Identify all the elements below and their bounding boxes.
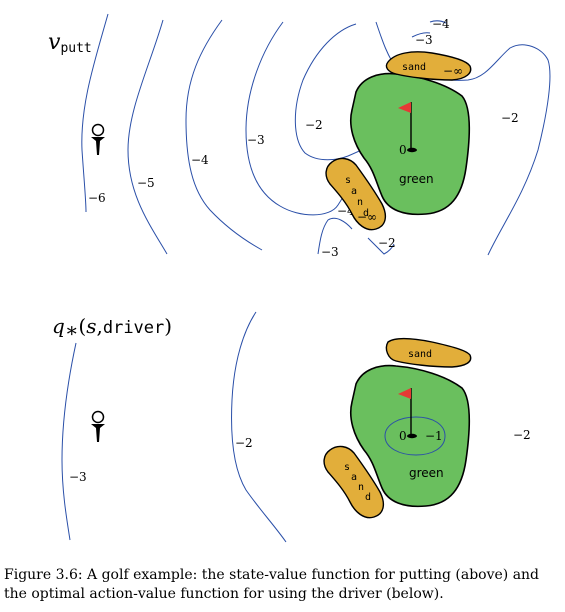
- green-label-bottom: green: [409, 466, 444, 480]
- contour-label: −3: [69, 470, 87, 484]
- sand-left-letter: a: [351, 186, 357, 197]
- contour-label: −3: [321, 245, 339, 259]
- top-panel: vputt −6 −5 −4 −3 −2 −1 −1 −2 −4 −3 −3 −…: [48, 13, 551, 259]
- sand-left-letter: d: [365, 492, 371, 503]
- contour-minus-2-bottom: [231, 311, 287, 543]
- contour-label: −2: [513, 428, 531, 442]
- contour-minus-6: [81, 13, 109, 213]
- contour-label: −5: [137, 176, 155, 190]
- sand-trap-top-bottom: [385, 337, 472, 368]
- contour-minus-4-top: [429, 20, 447, 24]
- flag-icon: [398, 388, 412, 436]
- top-title-v: v: [48, 30, 61, 55]
- bottom-title-s: s: [86, 314, 96, 338]
- sand-left-letter: n: [358, 482, 364, 493]
- contour-minus-3: [245, 21, 347, 216]
- contour-label: −4: [432, 17, 450, 31]
- top-title-subscript: putt: [60, 41, 91, 56]
- tee-icon: [91, 410, 105, 442]
- bottom-title: q∗(s,driver): [52, 314, 172, 342]
- sand-left-letter: n: [357, 197, 363, 208]
- hole-value: 0: [399, 143, 407, 157]
- contour-label: −2: [305, 118, 323, 132]
- sand-left-value: −∞: [357, 210, 377, 224]
- contour-label: −3: [247, 133, 265, 147]
- ring-value-bottom: −1: [425, 429, 443, 443]
- sand-left-letter: s: [344, 462, 350, 473]
- bottom-title-q: q: [52, 314, 65, 338]
- hole-icon: [407, 433, 417, 439]
- sand-top-label-bottom: sand: [408, 349, 432, 360]
- contour-label: −2: [378, 236, 396, 250]
- contour-label: −2: [501, 111, 519, 125]
- bottom-panel: q∗(s,driver) −3 −2 −2 sand s a n d 0 −1 …: [52, 311, 531, 543]
- contour-label: −3: [415, 33, 433, 47]
- sand-trap-left-bottom: [323, 445, 385, 519]
- figure-caption: Figure 3.6: A golf example: the state-va…: [4, 567, 540, 602]
- contour-label: −4: [191, 153, 209, 167]
- bottom-title-star: ∗: [65, 318, 79, 342]
- contour-minus-3-bottom: [61, 342, 77, 541]
- tee-icon: [91, 123, 105, 155]
- hole-icon: [407, 147, 417, 153]
- sand-trap-left: [325, 157, 387, 231]
- flag-icon: [398, 102, 412, 150]
- contour-minus-3-top: [411, 32, 431, 38]
- contour-minus-4: [185, 19, 263, 251]
- contour-label: −2: [235, 436, 253, 450]
- contour-ring-over-green: [384, 416, 446, 456]
- contour-minus-2-low: [367, 237, 395, 255]
- green-label: green: [399, 172, 434, 186]
- bottom-title-action: driver: [103, 318, 164, 338]
- top-title: vputt: [48, 30, 92, 56]
- sand-left-letter: d: [363, 208, 369, 219]
- bottom-title-comma: ,: [96, 314, 102, 338]
- contour-label: −6: [88, 191, 106, 205]
- bottom-title-open: (: [78, 314, 86, 338]
- sand-left-letter: s: [345, 175, 351, 186]
- bottom-title-close: ): [164, 314, 172, 338]
- sand-left-letter: a: [351, 472, 357, 483]
- sand-trap-top: [385, 51, 472, 81]
- hole-value-bottom: 0: [399, 429, 407, 443]
- sand-top-value: −∞: [443, 64, 463, 78]
- sand-top-label: sand: [402, 62, 426, 73]
- contour-minus-3-low: [317, 217, 353, 255]
- contour-minus-5: [127, 19, 168, 255]
